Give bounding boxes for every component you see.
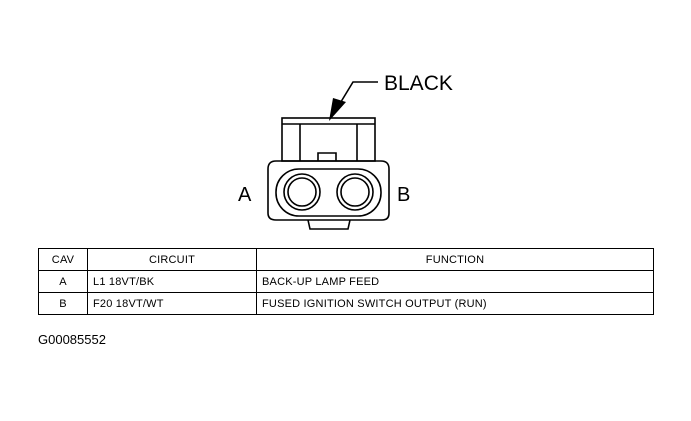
cavity-a-label: A (238, 184, 252, 206)
cell-function: FUSED IGNITION SWITCH OUTPUT (RUN) (256, 292, 654, 315)
cavity-b (336, 173, 374, 211)
figure-id: G00085552 (38, 332, 106, 347)
cavity-a (283, 173, 321, 211)
cell-circuit: F20 18VT/WT (87, 292, 257, 315)
table-header-row: CAV CIRCUIT FUNCTION (38, 248, 654, 271)
header-circuit: CIRCUIT (87, 248, 257, 271)
cavity-b-label: B (397, 184, 410, 206)
color-leader-arrow (329, 81, 378, 121)
cell-function: BACK-UP LAMP FEED (256, 270, 654, 293)
cell-circuit: L1 18VT/BK (87, 270, 257, 293)
pinout-table: CAV CIRCUIT FUNCTION A L1 18VT/BK BACK-U… (38, 248, 654, 315)
connector-body (267, 117, 390, 230)
connector-color-label: BLACK (384, 72, 453, 95)
cell-cav: A (38, 270, 88, 293)
cell-cav: B (38, 292, 88, 315)
header-cav: CAV (38, 248, 88, 271)
table-row: B F20 18VT/WT FUSED IGNITION SWITCH OUTP… (38, 292, 654, 315)
table-row: A L1 18VT/BK BACK-UP LAMP FEED (38, 270, 654, 293)
connector-diagram: BLACK A B (238, 72, 453, 230)
header-function: FUNCTION (256, 248, 654, 271)
